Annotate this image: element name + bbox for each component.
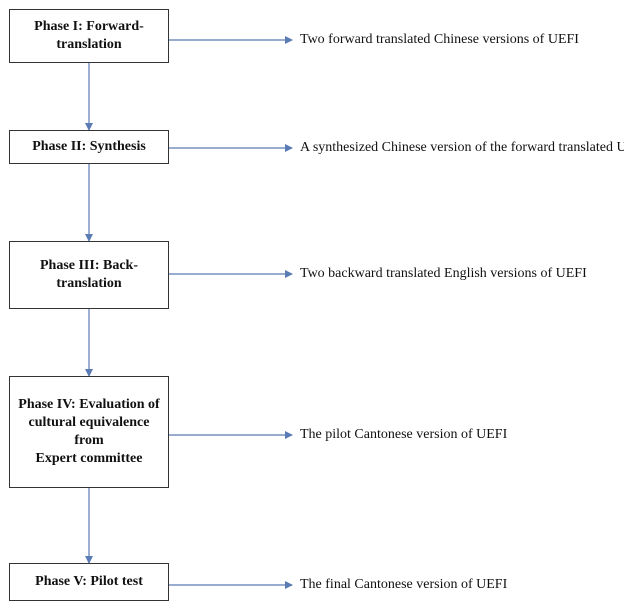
phase-3-label: Phase III: Back-translation (14, 257, 164, 293)
phase-1-output: Two forward translated Chinese versions … (300, 32, 579, 47)
phase-1-label: Phase I: Forward-translation (34, 18, 144, 54)
phase-2-box: Phase II: Synthesis (9, 130, 169, 164)
phase-5-label-line: Phase V: Pilot test (35, 574, 143, 590)
phase-3-box: Phase III: Back-translation (9, 241, 169, 309)
phase-2-output: A synthesized Chinese version of the for… (300, 140, 624, 155)
phase-3-label-line: Phase III: Back-translation (39, 258, 138, 291)
phase-4-output: The pilot Cantonese version of UEFI (300, 427, 508, 442)
phase-1-label-line: Phase I: Forward- (34, 19, 144, 35)
phase-5-output: The final Cantonese version of UEFI (300, 577, 508, 592)
phase-3-output: Two backward translated English versions… (300, 266, 587, 281)
phase-4-label-line: Phase IV: Evaluation of (18, 397, 160, 413)
phase-4-label-line: cultural equivalence from (28, 415, 150, 448)
phase-1-label-line: translation (56, 37, 122, 52)
phase-4-label: Phase IV: Evaluation of cultural equivale… (14, 396, 164, 468)
phase-5-box: Phase V: Pilot test (9, 563, 169, 601)
phase-4-label-line: Expert committee (35, 450, 143, 466)
phase-4-box: Phase IV: Evaluation of cultural equivale… (9, 376, 169, 488)
phase-1-box: Phase I: Forward-translation (9, 9, 169, 63)
phase-2-label-line: Phase II: Synthesis (32, 139, 146, 155)
phase-5-label: Phase V: Pilot test (35, 573, 143, 591)
phase-2-label: Phase II: Synthesis (32, 138, 146, 156)
